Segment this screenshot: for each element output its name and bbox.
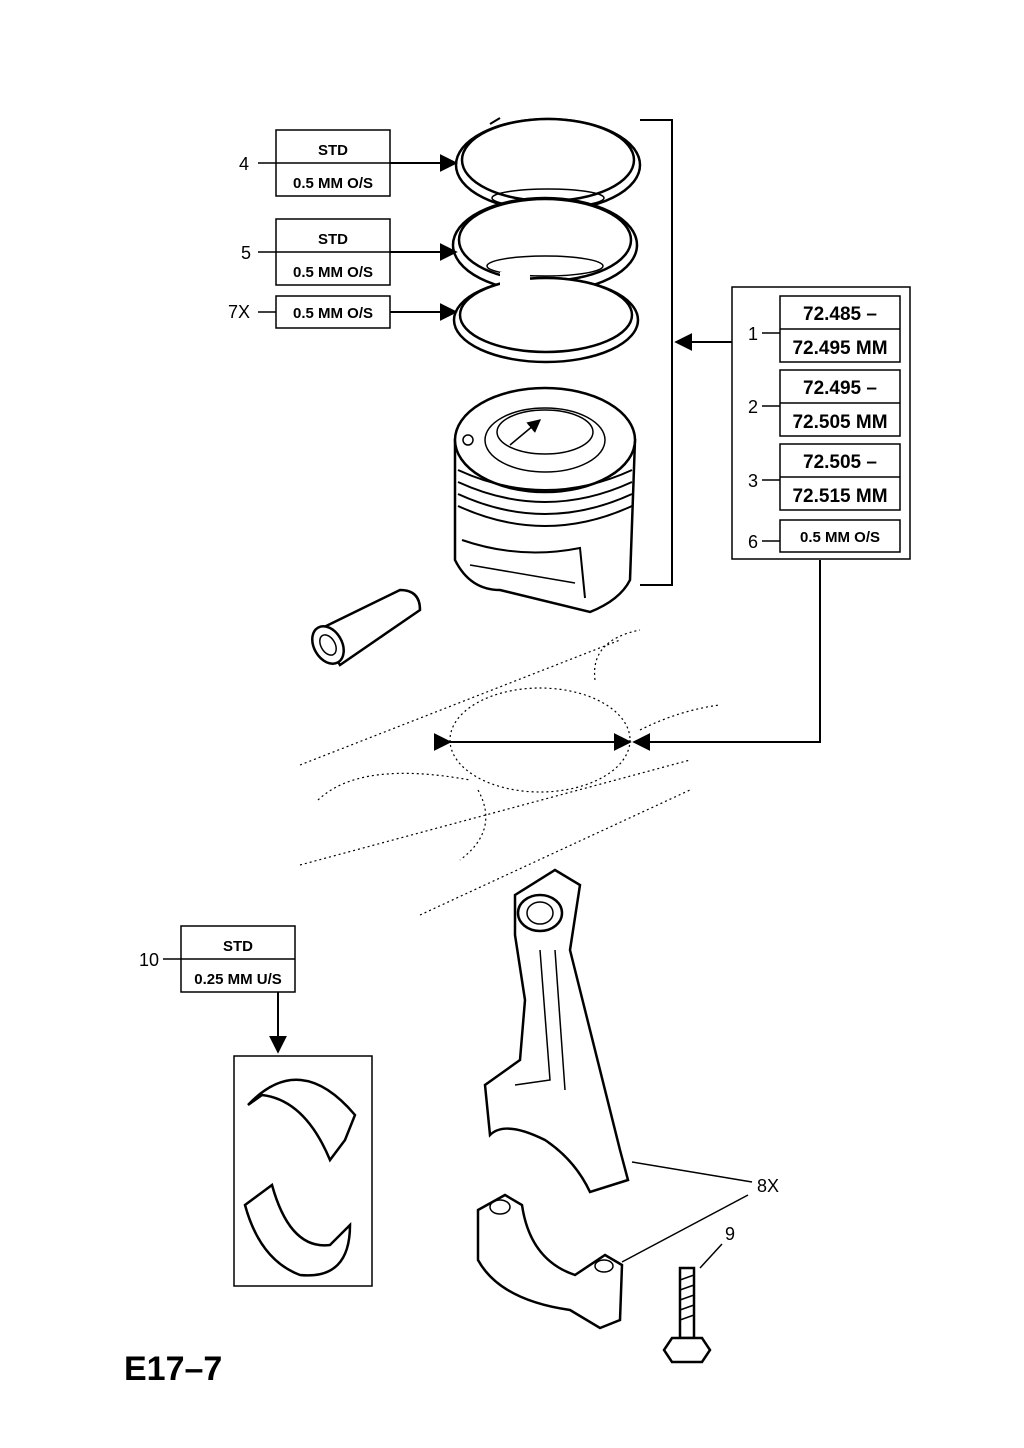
bearing-shell-upper <box>247 1078 357 1163</box>
piston-pin <box>311 588 422 667</box>
bore-size-1-top: 72.485 – <box>803 304 877 325</box>
callout-4-number: 4 <box>239 154 249 174</box>
callout-10-bottom: 0.25 MM U/S <box>194 971 282 988</box>
bore-size-3-top: 72.505 – <box>803 452 877 473</box>
bore-size-2-bottom: 72.505 MM <box>792 412 887 433</box>
bore-size-1-bottom: 72.495 MM <box>792 338 887 359</box>
bore-size-table <box>731 286 911 560</box>
callout-10: 10 STD 0.25 MM U/S <box>139 925 296 1054</box>
bore-size-2-number: 2 <box>748 397 758 417</box>
bore-size-1-number: 1 <box>748 324 758 344</box>
bore-oversize-value: 0.5 MM O/S <box>800 529 880 546</box>
group-bracket <box>640 119 673 586</box>
connecting-rod-cap <box>476 1193 624 1330</box>
callout-4-top: STD <box>318 142 348 159</box>
bore-size-3: 3 72.505 – 72.515 MM <box>748 443 901 511</box>
callout-7x-number: 7X <box>228 302 250 322</box>
piston-ring-top <box>454 117 642 213</box>
connecting-rod <box>483 868 630 1194</box>
bearing-shells-frame <box>233 1055 373 1287</box>
bore-size-1: 1 72.485 – 72.495 MM <box>748 295 901 363</box>
callout-10-top: STD <box>223 938 253 955</box>
callout-5: 5 STD 0.5 MM O/S <box>241 218 458 286</box>
callout-8x: 8X <box>621 1161 779 1263</box>
bore-oversize: 6 0.5 MM O/S <box>748 519 901 553</box>
oil-control-ring <box>452 272 640 364</box>
bore-size-2: 2 72.495 – 72.505 MM <box>748 369 901 437</box>
callout-4-bottom: 0.5 MM O/S <box>293 175 373 192</box>
figure-code: E17–7 <box>124 1350 222 1388</box>
callout-4: 4 STD 0.5 MM O/S <box>239 129 458 197</box>
callout-5-number: 5 <box>241 243 251 263</box>
piston <box>453 386 637 614</box>
bore-size-3-number: 3 <box>748 471 758 491</box>
callout-9-number: 9 <box>725 1224 735 1244</box>
callout-7x: 7X 0.5 MM O/S <box>228 295 458 329</box>
bore-oversize-number: 6 <box>748 532 758 552</box>
callout-10-number: 10 <box>139 950 159 970</box>
callout-5-bottom: 0.5 MM O/S <box>293 264 373 281</box>
bore-size-2-top: 72.495 – <box>803 378 877 399</box>
callout-5-top: STD <box>318 231 348 248</box>
callout-9: 9 <box>699 1224 735 1269</box>
callout-7x-value: 0.5 MM O/S <box>293 305 373 322</box>
bore-size-3-bottom: 72.515 MM <box>792 486 887 507</box>
callout-8x-number: 8X <box>757 1176 779 1196</box>
cylinder-block <box>299 629 721 916</box>
bearing-shell-lower <box>243 1182 352 1277</box>
bore-measure-leader <box>632 560 821 751</box>
connecting-rod-bolt <box>662 1266 712 1364</box>
